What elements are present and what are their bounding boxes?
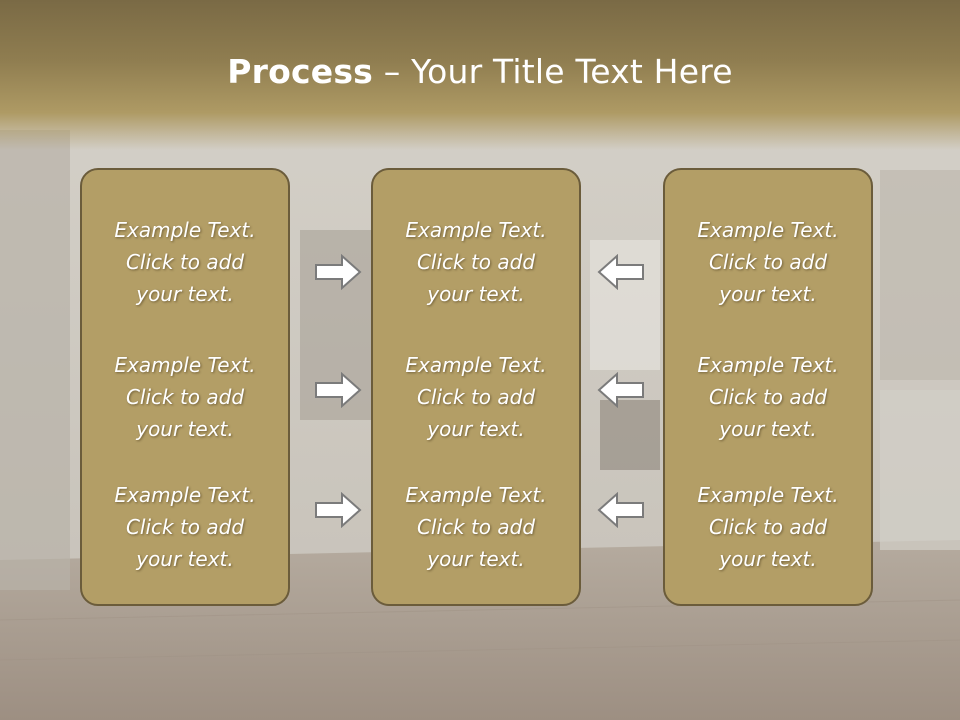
text-line: your text. xyxy=(136,547,234,571)
title-bold-part: Process xyxy=(227,52,374,91)
arrow-left-icon xyxy=(597,372,644,408)
text-line: your text. xyxy=(719,417,817,441)
text-line: Example Text. xyxy=(405,218,547,242)
text-line: Example Text. xyxy=(114,353,256,377)
text-line: Click to add xyxy=(125,385,245,409)
process-panel-1[interactable]: Example Text. Click to add your text. Ex… xyxy=(80,168,290,606)
text-line: Click to add xyxy=(125,250,245,274)
text-line: your text. xyxy=(427,417,525,441)
text-line: Example Text. xyxy=(114,218,256,242)
arrow-left-icon xyxy=(597,492,644,528)
text-line: Click to add xyxy=(416,250,536,274)
text-line: your text. xyxy=(719,282,817,306)
text-line: your text. xyxy=(136,417,234,441)
panel-1-text-2[interactable]: Example Text. Click to add your text. xyxy=(82,349,288,445)
panel-2-text-2[interactable]: Example Text. Click to add your text. xyxy=(373,349,579,445)
text-line: Example Text. xyxy=(697,483,839,507)
panel-3-text-1[interactable]: Example Text. Click to add your text. xyxy=(665,214,871,310)
text-line: your text. xyxy=(719,547,817,571)
slide-title[interactable]: Process – Your Title Text Here xyxy=(0,52,960,91)
panel-1-text-1[interactable]: Example Text. Click to add your text. xyxy=(82,214,288,310)
text-line: Click to add xyxy=(416,385,536,409)
text-line: Click to add xyxy=(708,515,828,539)
panel-3-text-3[interactable]: Example Text. Click to add your text. xyxy=(665,479,871,575)
text-line: Example Text. xyxy=(697,218,839,242)
text-line: Example Text. xyxy=(114,483,256,507)
text-line: your text. xyxy=(427,282,525,306)
text-line: Click to add xyxy=(125,515,245,539)
title-band xyxy=(0,0,960,150)
arrow-left-icon xyxy=(597,254,644,290)
title-rest-part: – Your Title Text Here xyxy=(373,52,733,91)
panel-2-text-3[interactable]: Example Text. Click to add your text. xyxy=(373,479,579,575)
text-line: Example Text. xyxy=(405,353,547,377)
panel-2-text-1[interactable]: Example Text. Click to add your text. xyxy=(373,214,579,310)
process-panel-2[interactable]: Example Text. Click to add your text. Ex… xyxy=(371,168,581,606)
text-line: Click to add xyxy=(416,515,536,539)
panel-1-text-3[interactable]: Example Text. Click to add your text. xyxy=(82,479,288,575)
text-line: your text. xyxy=(427,547,525,571)
text-line: Example Text. xyxy=(405,483,547,507)
text-line: your text. xyxy=(136,282,234,306)
panel-3-text-2[interactable]: Example Text. Click to add your text. xyxy=(665,349,871,445)
text-line: Click to add xyxy=(708,385,828,409)
arrow-right-icon xyxy=(315,492,362,528)
process-panel-3[interactable]: Example Text. Click to add your text. Ex… xyxy=(663,168,873,606)
arrow-right-icon xyxy=(315,372,362,408)
arrow-right-icon xyxy=(315,254,362,290)
text-line: Click to add xyxy=(708,250,828,274)
text-line: Example Text. xyxy=(697,353,839,377)
